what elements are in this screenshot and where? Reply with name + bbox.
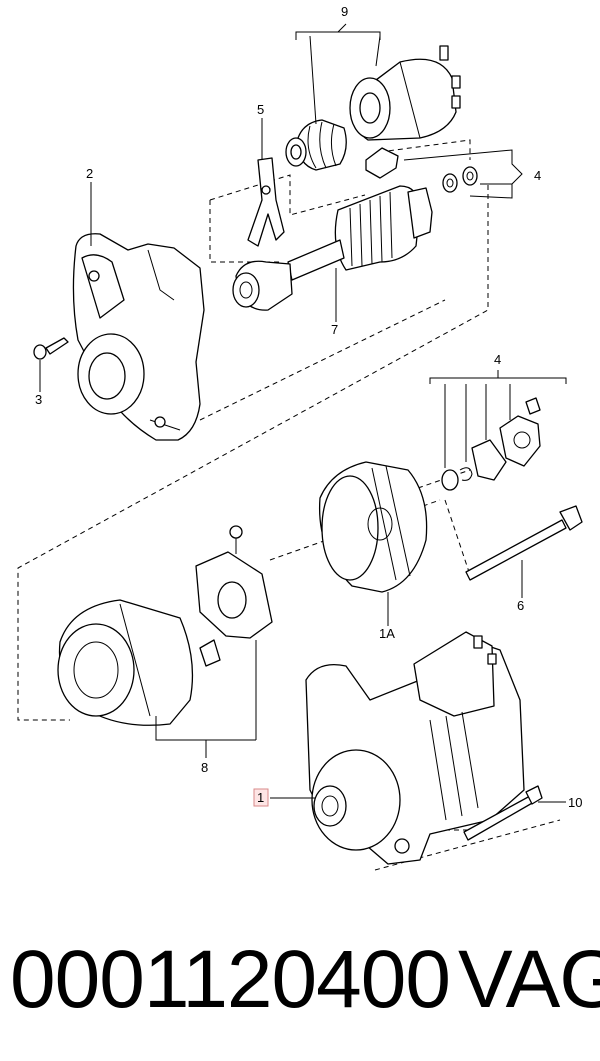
starter-motor-assembly bbox=[305, 631, 525, 865]
callout-labels: 9 5 2 4 7 3 4 6 1A 8 1 10 bbox=[35, 4, 582, 810]
callout-8: 8 bbox=[201, 760, 208, 775]
callout-9: 9 bbox=[341, 4, 348, 19]
caption: 0001120400 VAG bbox=[10, 930, 600, 1040]
callout-5: 5 bbox=[257, 102, 264, 117]
callout-1a: 1A bbox=[379, 626, 395, 641]
callout-4-top: 4 bbox=[534, 168, 541, 183]
brand-name: VAG bbox=[458, 934, 600, 1025]
through-bolt bbox=[465, 505, 583, 581]
field-yoke-housing bbox=[318, 461, 428, 593]
callout-6: 6 bbox=[517, 598, 524, 613]
callout-10: 10 bbox=[568, 795, 582, 810]
starter-motor-exploded-diagram: 9 5 2 4 7 3 4 6 1A 8 1 10 bbox=[17, 4, 583, 871]
brush-holder-bracket-top bbox=[365, 147, 399, 179]
drive-end-housing bbox=[72, 233, 205, 441]
washer-set-mid bbox=[441, 397, 541, 491]
washer-set-top bbox=[442, 166, 478, 193]
brush-holder-plate bbox=[195, 525, 273, 639]
callout-7: 7 bbox=[331, 322, 338, 337]
solenoid-plunger bbox=[285, 119, 347, 171]
mounting-bolt-long bbox=[463, 785, 543, 841]
solenoid-switch bbox=[349, 45, 461, 141]
callout-1: 1 bbox=[257, 790, 264, 805]
armature-with-drive-pinion bbox=[232, 185, 433, 311]
leader-lines bbox=[39, 23, 567, 803]
callout-3: 3 bbox=[35, 392, 42, 407]
callout-1-highlight bbox=[253, 788, 269, 807]
engaging-lever bbox=[247, 157, 285, 247]
callout-4-mid: 4 bbox=[494, 352, 501, 367]
commutator-end-housing bbox=[57, 599, 221, 726]
callout-2: 2 bbox=[86, 166, 93, 181]
mounting-bolt-short bbox=[33, 337, 69, 360]
part-number: 0001120400 bbox=[10, 934, 451, 1025]
